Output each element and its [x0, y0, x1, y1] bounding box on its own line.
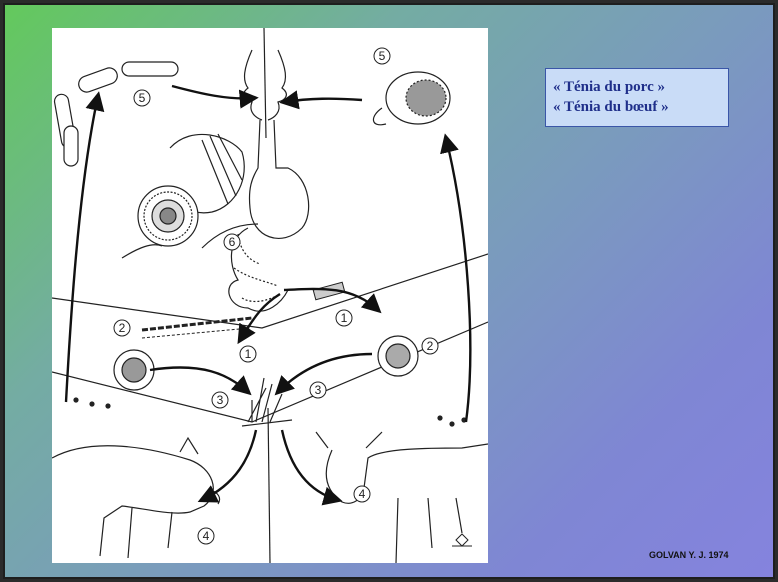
cycle-arrows [64, 84, 472, 506]
digestive-tract [228, 119, 310, 312]
step-label-worm-chain: 1 [245, 347, 252, 361]
step-circle-4-cow [353, 485, 371, 503]
steak [372, 71, 451, 126]
step-circle-3-right [309, 381, 327, 399]
step-circle-1-left [239, 345, 257, 363]
step-label-pig: 4 [203, 529, 210, 543]
step-circle-5-steak [373, 47, 391, 65]
step-label-proglottid: 1 [341, 311, 348, 325]
slide: 5 5 6 1 2 1 2 3 3 4 4 « Ténia du porc » … [3, 3, 775, 579]
step-circle-5-sausage [133, 89, 151, 107]
step-label-grass-left: 3 [217, 393, 224, 407]
step-circle-2-left [113, 319, 131, 337]
taenia-life-cycle-diagram: 5 5 6 1 2 1 2 3 3 4 4 [52, 28, 488, 563]
step-label-sausage: 5 [139, 91, 146, 105]
step-label-egg-right: 2 [427, 339, 434, 353]
step-circle-1-right [335, 309, 353, 327]
muscle-cyst [121, 133, 259, 259]
source-credit: GOLVAN Y. J. 1974 [649, 550, 729, 560]
proglottids [141, 281, 346, 339]
stamp-mark [452, 533, 472, 547]
diagram-drawing: 5 5 6 1 2 1 2 3 3 4 4 [52, 28, 488, 563]
step-circle-4-pig [197, 527, 215, 545]
step-markers [113, 47, 439, 545]
step-circle-3-left [211, 391, 229, 409]
step-circle-6 [223, 233, 241, 251]
step-label-cow: 4 [359, 487, 366, 501]
title-line-pork: « Ténia du porc » [553, 79, 665, 95]
grass [241, 377, 293, 427]
step-label-muscle-cyst: 6 [229, 235, 236, 249]
sausages [53, 61, 179, 167]
title-box: « Ténia du porc » « Ténia du bœuf » [545, 68, 729, 127]
step-label-grass-right: 3 [315, 383, 322, 397]
pig [52, 397, 221, 559]
step-circle-2-right [421, 337, 439, 355]
cow [315, 415, 488, 563]
step-label-steak: 5 [379, 49, 386, 63]
step-label-segments: 2 [119, 321, 126, 335]
eggs [113, 335, 419, 391]
ground-lines [52, 253, 488, 423]
step-numbers: 5 5 6 1 2 1 2 3 3 4 4 [119, 49, 434, 543]
title-line-beef: « Ténia du bœuf » [553, 99, 669, 115]
